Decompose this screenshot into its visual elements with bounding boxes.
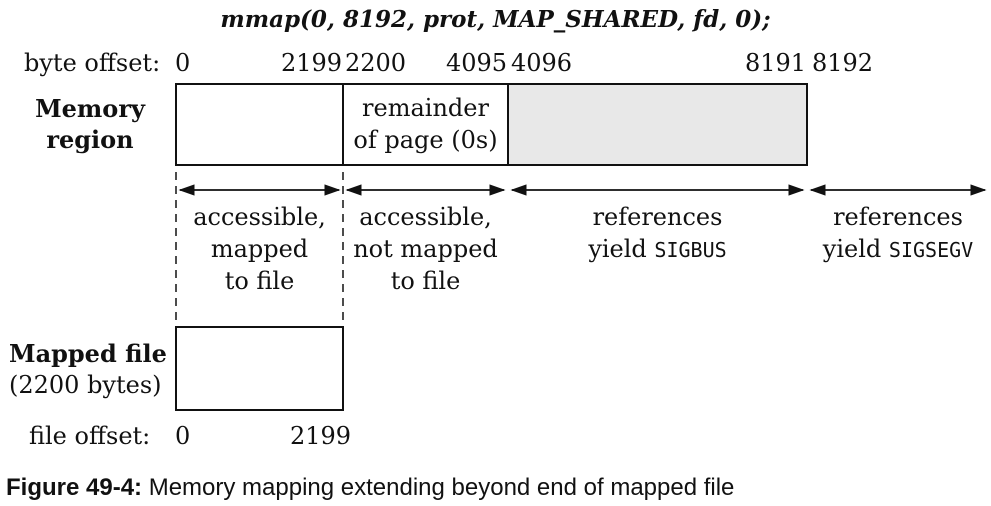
memory-region-remainder-box <box>342 83 509 166</box>
remainder-label-line1: remainder <box>362 94 489 122</box>
memory-region-label-line2: region <box>46 125 134 154</box>
figure-caption-label: Figure 49-4: <box>6 474 143 501</box>
figure-caption-text: Memory mapping extending beyond end of m… <box>142 474 735 501</box>
region-sigbus-line1: references <box>592 203 723 231</box>
byte-offset-2199: 2199 <box>281 49 343 77</box>
byte-offset-0: 0 <box>175 49 191 77</box>
region-not-mapped-line2: not mapped <box>353 235 498 263</box>
region-mapped-line1: accessible, <box>193 203 326 231</box>
sigsegv-signal-name: SIGSEGV <box>888 238 974 262</box>
memory-region-sigbus-box <box>507 83 808 166</box>
region-mapped-line3: to file <box>224 267 295 295</box>
region-sigsegv-line2: yield SIGSEGV <box>807 237 989 261</box>
memory-region-label-line1: Memory <box>35 94 145 123</box>
mapped-file-size: (2200 bytes) <box>9 371 162 399</box>
sigbus-signal-name: SIGBUS <box>654 238 727 262</box>
region-not-mapped-line1: accessible, <box>359 203 492 231</box>
region-sigbus-yield-text: yield <box>588 235 655 263</box>
file-offset-0: 0 <box>175 422 191 450</box>
remainder-label-line2: of page (0s) <box>353 126 498 154</box>
region-sigbus-line2: yield SIGBUS <box>508 237 807 261</box>
mmap-call-title: mmap(0, 8192, prot, MAP_SHARED, fd, 0); <box>220 6 771 33</box>
mapped-file-label: Mapped file <box>9 339 167 368</box>
byte-offset-2200: 2200 <box>345 49 407 77</box>
byte-offset-4095: 4095 <box>446 49 508 77</box>
mapped-file-box <box>175 326 344 411</box>
file-offset-label: file offset: <box>29 422 151 450</box>
byte-offset-8191: 8191 <box>745 49 807 77</box>
region-not-mapped-line3: to file <box>390 267 461 295</box>
region-mapped-line2: mapped <box>210 235 309 263</box>
byte-offset-8192: 8192 <box>812 49 874 77</box>
memory-region-mapped-box <box>175 83 344 166</box>
region-sigsegv-line1: references <box>833 203 963 231</box>
file-offset-2199: 2199 <box>290 422 352 450</box>
figure-caption: Figure 49-4: Memory mapping extending be… <box>6 476 734 500</box>
byte-offset-4096: 4096 <box>511 49 573 77</box>
byte-offset-label: byte offset: <box>24 49 161 77</box>
region-sigsegv-yield-text: yield <box>822 235 889 263</box>
